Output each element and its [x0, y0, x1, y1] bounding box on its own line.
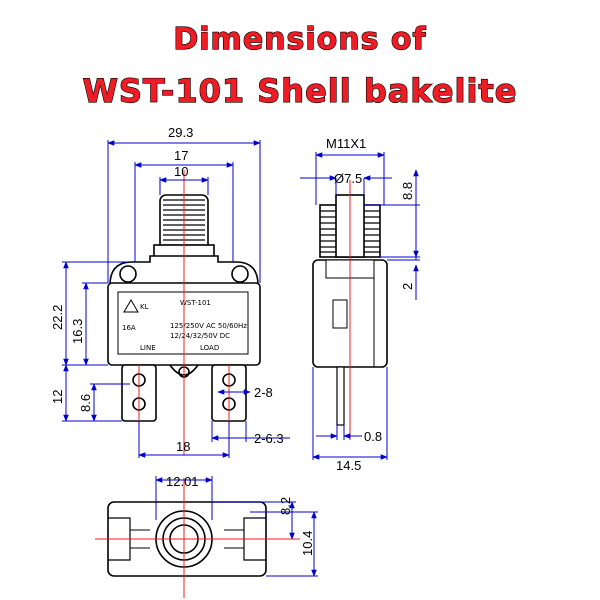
dim-terminal-spacing: 18: [176, 439, 190, 454]
label-model: WST-101: [180, 299, 211, 307]
dim-tab-width-b: 2-6.3: [254, 431, 284, 446]
dim-height-body: 16.3: [70, 319, 85, 344]
front-label: [117, 291, 249, 355]
label-rating-ac: 125/250V AC 50/60Hz: [170, 322, 247, 330]
label-current: 16A: [122, 324, 136, 332]
bottom-dimension-lines: [155, 476, 318, 577]
dim-thread-height: 8.8: [400, 182, 415, 200]
dim-thread: M11X1: [326, 136, 366, 151]
dim-pin: 0.8: [364, 429, 382, 444]
dim-terminal-mid: 8.6: [78, 394, 93, 412]
mount-hole-right: [231, 265, 249, 283]
dim-terminal-height: 12: [50, 390, 65, 404]
label-rating-dc: 12/24/32/50V DC: [170, 332, 230, 340]
dim-diameter: Ø7.5: [334, 171, 362, 186]
dim-depth: 14.5: [336, 458, 361, 473]
front-dimension-lines: [62, 140, 290, 458]
label-brand: KL: [140, 303, 149, 311]
dim-half-height: 8.2: [278, 497, 293, 515]
dim-height-total: 22.2: [50, 305, 65, 330]
dim-tab-width-a: 2-8: [254, 385, 273, 400]
dim-hole: 12.01: [166, 474, 199, 489]
mount-hole-left: [119, 265, 137, 283]
front-label-text: KL WST-101 16A 125/250V AC 50/60Hz 12/24…: [122, 299, 247, 352]
side-dimension-lines: [300, 152, 420, 460]
dim-width-total: 29.3: [168, 125, 193, 140]
diagram-title-line2: WST-101 Shell bakelite: [82, 71, 518, 110]
dim-height: 10.4: [300, 531, 315, 556]
warning-triangle-icon: [123, 299, 139, 313]
diagram-title-line1: Dimensions of: [173, 21, 427, 57]
side-pin: [336, 366, 345, 426]
dim-width-mid: 17: [174, 148, 188, 163]
label-line: LINE: [140, 344, 156, 352]
dim-collar: 2: [400, 283, 415, 290]
label-load: LOAD: [200, 344, 219, 352]
dim-width-button: 10: [174, 164, 188, 179]
